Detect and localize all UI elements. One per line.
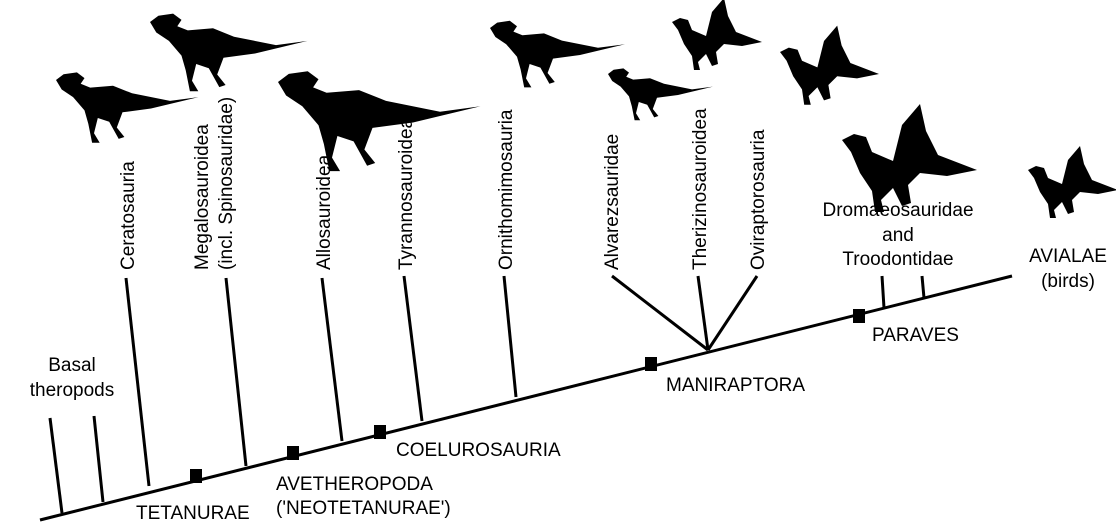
label-dromaeo-1: Dromaeosauridae <box>822 200 973 221</box>
bird-silhouette-icon <box>1028 146 1116 218</box>
label-avetheropoda-1: AVETHEROPODA <box>276 474 433 495</box>
branch-megalosauroidea <box>226 278 246 466</box>
label-paraves: PARAVES <box>872 325 959 346</box>
branch-dromaeo-troodont-2 <box>922 276 924 298</box>
label-avialae-2: (birds) <box>1041 271 1095 292</box>
label-megalosauroidea-2: (incl. Spinosauridae) <box>216 97 237 270</box>
node-marker-paraves <box>853 309 865 323</box>
branch-basal-2 <box>94 416 103 502</box>
label-dromaeo-3: Troodontidae <box>842 249 953 270</box>
branch-allosauroidea <box>322 278 342 441</box>
label-allosauroidea: Allosauroidea <box>314 154 335 270</box>
label-avetheropoda-2: ('NEOTETANURAE') <box>276 498 451 519</box>
node-marker-maniraptora <box>645 357 657 371</box>
label-alvarezsauridae: Alvarezsauridae <box>602 134 623 270</box>
branch-alvarezsauridae <box>612 276 708 350</box>
label-basal-1: Basal <box>48 355 96 376</box>
branch-dromaeo-troodont-1 <box>882 276 884 308</box>
branch-ceratosauria <box>126 278 149 486</box>
branch-tyrannosauroidea <box>404 276 422 421</box>
label-therizinosauroidea: Therizinosauroidea <box>690 108 711 270</box>
node-marker-tetanurae <box>190 469 202 483</box>
label-basal-2: theropods <box>30 380 115 401</box>
label-oviraptorosauria: Oviraptorosauria <box>748 129 769 270</box>
label-coelurosauria: COELUROSAURIA <box>396 440 561 461</box>
branch-ornithomimosauria <box>504 276 516 397</box>
ornithomimid-silhouette-icon <box>490 21 625 88</box>
oviraptorosaur-silhouette-icon <box>780 26 879 105</box>
branch-oviraptorosauria <box>708 276 757 350</box>
branch-basal-1 <box>50 418 62 513</box>
label-tyrannosauroidea: Tyrannosauroidea <box>396 117 417 270</box>
node-marker-coelurosauria <box>374 425 386 439</box>
label-dromaeo-2: and <box>882 225 914 246</box>
allosaur-silhouette-icon <box>278 71 481 171</box>
label-ornithomimosauria: Ornithomimosauria <box>496 109 517 270</box>
ceratosaur-silhouette-icon <box>56 72 199 142</box>
therizinosaur-silhouette-icon <box>672 0 762 70</box>
label-megalosauroidea-1: Megalosauroidea <box>192 124 213 270</box>
label-tetanurae: TETANURAE <box>136 503 250 524</box>
dromaeosaur-silhouette-icon <box>842 104 977 212</box>
label-ceratosauria: Ceratosauria <box>118 161 139 270</box>
label-maniraptora: MANIRAPTORA <box>666 375 805 396</box>
label-avialae-1: AVIALAE <box>1029 246 1107 267</box>
branch-therizinosauroidea <box>698 276 708 350</box>
cladogram-spine <box>40 276 1012 520</box>
node-marker-avetheropoda <box>287 446 299 460</box>
